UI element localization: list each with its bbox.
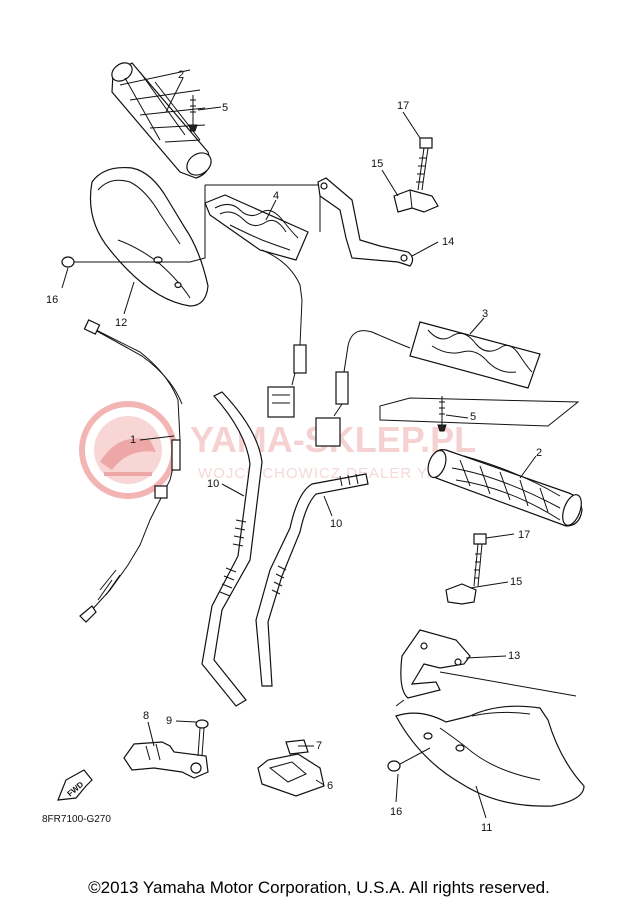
callout-15-upper: 15 (371, 158, 383, 170)
clamp-lower (445, 583, 477, 605)
pad-7 (285, 739, 309, 755)
watermark: YAMA-SKLEP.PL WOJCIECHOWICZ DEALER YAMAH… (79, 401, 485, 499)
parts-diagram: YAMA-SKLEP.PL WOJCIECHOWICZ DEALER YAMAH… (42, 62, 585, 834)
callout-16-lower: 16 (390, 806, 402, 818)
callout-6: 6 (327, 780, 333, 792)
screw-lower (387, 747, 431, 772)
grip-upper (111, 62, 212, 179)
end-bracket (123, 741, 209, 779)
fwd-arrow-icon: FWD (57, 769, 93, 801)
handlebar-left (201, 391, 263, 707)
callout-8: 8 (143, 710, 149, 722)
callout-2-upper: 2 (178, 69, 184, 81)
pin-upper (188, 95, 198, 132)
copyright-notice: ©2013 Yamaha Motor Corporation, U.S.A. A… (88, 878, 550, 897)
handlebar-right (255, 473, 369, 687)
callout-9: 9 (166, 715, 172, 727)
bracket-upper (317, 177, 414, 267)
heater-element-right (315, 321, 541, 447)
handguard-lower (395, 705, 585, 807)
callout-4: 4 (273, 190, 279, 202)
bolt-upper (416, 137, 433, 191)
pin-lower (437, 396, 447, 432)
callout-7: 7 (316, 740, 322, 752)
callout-15-lower: 15 (510, 576, 522, 588)
callout-12: 12 (115, 317, 127, 329)
callout-3: 3 (482, 308, 488, 320)
screw-9 (195, 719, 209, 757)
heater-element-left (204, 194, 309, 418)
bracket-lower (400, 629, 471, 699)
callout-1: 1 (130, 434, 136, 446)
screw-upper (61, 256, 190, 268)
callout-14: 14 (442, 236, 454, 248)
callout-2-lower: 2 (536, 447, 542, 459)
callout-5-lower: 5 (470, 411, 476, 423)
handguard-upper (89, 166, 209, 307)
callout-10-right: 10 (330, 518, 342, 530)
group-frame-lower (395, 671, 577, 707)
callout-16-upper: 16 (46, 294, 58, 306)
holder-6 (257, 753, 325, 797)
watermark-logo-icon (79, 401, 177, 499)
throttle-cable (79, 319, 183, 623)
callout-13: 13 (508, 650, 520, 662)
group-frame-right (379, 397, 580, 427)
bolt-lower (473, 533, 487, 587)
callout-5-upper: 5 (222, 102, 228, 114)
callout-11: 11 (481, 822, 492, 834)
watermark-subtitle: WOJCIECHOWICZ DEALER YAMAHA (198, 465, 485, 482)
leader-lines (61, 77, 537, 819)
grip-lower (427, 449, 583, 527)
clamp-upper (393, 189, 439, 213)
callout-labels: 2 5 17 15 4 14 16 12 3 1 5 2 10 10 17 15… (46, 69, 542, 834)
callout-17-upper: 17 (397, 100, 409, 112)
drawing-code: 8FR7100-G270 (42, 814, 111, 825)
callout-10-left: 10 (207, 478, 219, 490)
callout-17-lower: 17 (518, 529, 530, 541)
